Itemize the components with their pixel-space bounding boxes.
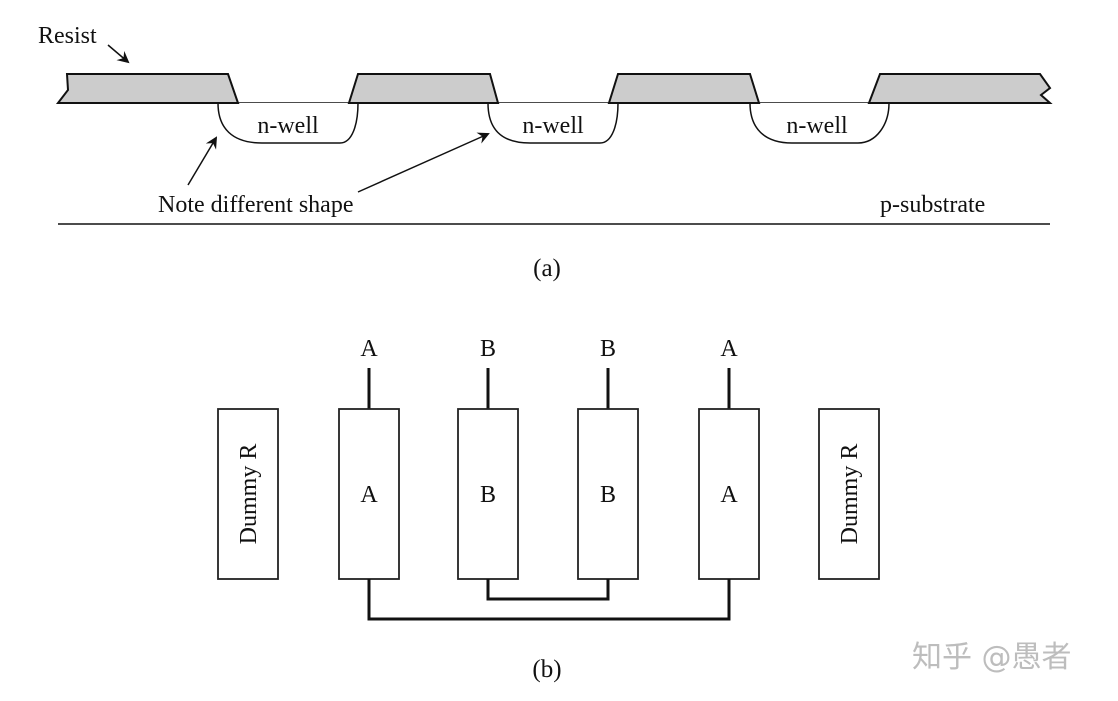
resist-block-2: [347, 73, 500, 104]
n-well-3-label: n-well: [786, 113, 848, 139]
terminal-a-left-label: A: [360, 336, 378, 362]
dummy-resistor-right: [818, 408, 880, 580]
resistor-a-left: [338, 408, 400, 580]
resistor-a-right: [698, 408, 760, 580]
b-interconnect-wire: [486, 579, 610, 601]
a-interconnect-wire: [367, 579, 731, 621]
caption-b: (b): [532, 656, 561, 683]
note-label: Note different shape: [158, 192, 353, 218]
dummy-resistor-left: [217, 408, 279, 580]
resist-block-3: [607, 73, 761, 104]
n-well-1-label: n-well: [257, 113, 319, 139]
dummy-resistor-left-label: Dummy R: [236, 444, 262, 545]
terminal-b-left-label: B: [480, 336, 496, 362]
note-arrow-right: [357, 132, 490, 193]
note-arrow-left: [187, 136, 218, 186]
resist-block-4: [867, 73, 1053, 104]
n-well-1: [217, 102, 359, 144]
resistor-b-right-label: B: [600, 482, 616, 508]
resist-arrow: [107, 44, 130, 64]
resist-label: Resist: [38, 23, 97, 49]
resistor-b-left-label: B: [480, 482, 496, 508]
n-well-2-label: n-well: [522, 113, 584, 139]
cross-section: Resist n-well n-well n-well Note differe…: [38, 23, 1053, 282]
n-well-2: [487, 102, 619, 144]
terminal-a-right-label: A: [720, 336, 738, 362]
resist-block-1: [55, 73, 240, 104]
resistor-a-right-label: A: [720, 482, 738, 508]
n-well-3: [749, 102, 890, 144]
resistor-a-left-label: A: [360, 482, 378, 508]
terminal-b-right-label: B: [600, 336, 616, 362]
caption-a: (a): [533, 255, 561, 282]
dummy-resistor-right-label: Dummy R: [837, 444, 863, 545]
watermark: 知乎 @愚者: [912, 640, 1072, 675]
resistor-layout: Dummy R A A B B B B A A Dummy R (b): [217, 336, 880, 683]
substrate-label: p-substrate: [880, 192, 985, 218]
